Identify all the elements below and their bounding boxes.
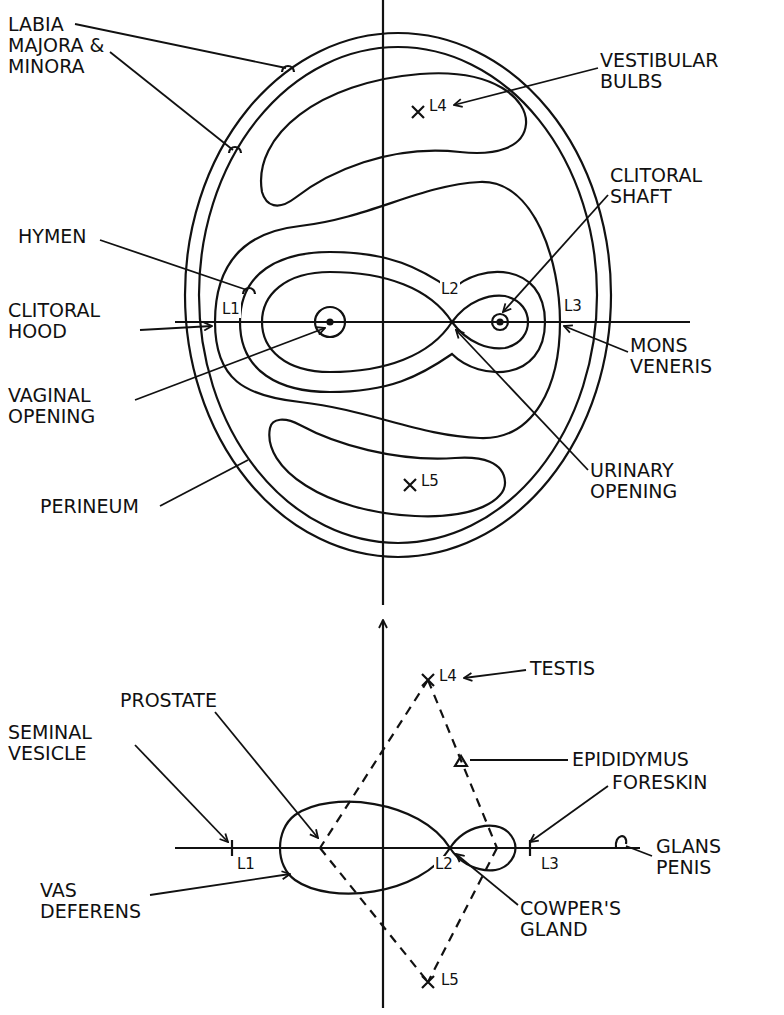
- part-label: CLITORAL HOOD: [8, 300, 138, 342]
- part-label: VAGINAL OPENING: [8, 385, 133, 427]
- bottom-contour-plot-part: [175, 847, 640, 849]
- top-leader-lines-part: [110, 52, 233, 150]
- lagrange-point-label: L3: [540, 856, 560, 873]
- part-label: FORESKIN: [612, 772, 707, 793]
- part-label: MONS VENERIS: [630, 335, 750, 377]
- top-leader-lines-part: [135, 328, 325, 400]
- part-label: COWPER'S GLAND: [520, 898, 655, 940]
- top-leader-lines-part: [564, 326, 628, 352]
- bottom-contour-plot-part: [616, 836, 626, 848]
- top-contour-plot-part: [315, 307, 345, 337]
- lagrange-point-label: L1: [236, 856, 256, 873]
- top-leader-lines-part: [160, 460, 248, 506]
- bottom-contour-plot-part-part: [320, 848, 428, 982]
- top-contour-plot-part: [185, 33, 611, 557]
- bottom-contour-plot-part: [320, 680, 497, 982]
- bottom-leader-lines-part: [470, 759, 568, 761]
- bottom-leader-lines-part: [464, 670, 526, 678]
- top-leader-lines-part: [140, 326, 212, 330]
- bottom-contour-plot-part-part: [320, 680, 428, 848]
- top-contour-plot-part: [404, 479, 416, 491]
- top-contour-plot-part: [492, 314, 508, 330]
- top-leader-lines-part: [454, 68, 598, 105]
- part-label: CLITORAL SHAFT: [610, 165, 740, 207]
- bottom-contour-plot-part: [231, 840, 233, 856]
- top-contour-plot-part: [498, 320, 503, 325]
- bottom-contour-plot-part: [422, 674, 434, 686]
- top-leader-lines-part: [100, 240, 247, 290]
- bottom-leader-lines-part: [215, 712, 318, 838]
- top-contour-plot-part: [328, 320, 333, 325]
- part-label: SEMINAL VESICLE: [8, 722, 133, 764]
- bottom-leader-lines-part: [150, 874, 290, 895]
- top-leader-lines-part: [503, 195, 608, 312]
- part-label: VAS DEFERENS: [40, 880, 170, 922]
- top-contour-plot-part: [215, 182, 560, 438]
- lagrange-point-label: L2: [440, 281, 460, 298]
- lagrange-point-label: L4: [438, 668, 458, 685]
- top-leader-lines-part: [75, 24, 286, 68]
- bottom-contour-plot-part-part: [428, 848, 497, 982]
- top-contour-plot-part: [262, 272, 452, 372]
- lagrange-point-label: L1: [221, 301, 241, 318]
- top-leader-lines-part: [456, 330, 588, 470]
- bottom-contour-plot-part: [280, 802, 450, 894]
- lagrange-point-label: L5: [420, 473, 440, 490]
- part-label: URINARY OPENING: [590, 460, 715, 502]
- top-leader-lines: [75, 24, 628, 506]
- lagrange-point-label: L3: [563, 298, 583, 315]
- top-contour-plot-part: [261, 73, 526, 205]
- part-label: GLANS PENIS: [656, 836, 746, 878]
- top-contour-plot-part: [199, 47, 597, 543]
- part-label: PERINEUM: [40, 496, 139, 517]
- top-contour-plot-part: [175, 321, 690, 323]
- part-label: TESTIS: [530, 658, 595, 679]
- bottom-contour-plot-part-part: [428, 680, 497, 848]
- bottom-contour-plot-part: [422, 976, 434, 988]
- bottom-leader-lines-part: [135, 745, 228, 842]
- part-label: PROSTATE: [120, 690, 217, 711]
- lagrange-point-label: L2: [434, 856, 454, 873]
- lagrange-point-label: L5: [440, 972, 460, 989]
- top-contour-plot-part: [269, 420, 505, 517]
- bottom-contour-plot-part: [450, 826, 516, 871]
- bottom-leader-lines-part: [456, 854, 518, 905]
- top-contour-plot-part: [240, 252, 545, 392]
- bottom-contour-plot-part: [455, 756, 467, 766]
- part-label: HYMEN: [18, 226, 87, 247]
- bottom-leader-lines-part: [626, 846, 652, 856]
- part-label: VESTIBULAR BULBS: [600, 50, 750, 92]
- bottom-contour-plot: [175, 620, 640, 1008]
- top-contour-plot-part: [412, 106, 424, 118]
- lagrange-point-label: L4: [428, 98, 448, 115]
- bottom-contour-plot-part: [382, 620, 384, 1008]
- top-contour-plot-part: [452, 296, 528, 349]
- part-label: LABIA MAJORA & MINORA: [8, 14, 133, 77]
- part-label: EPIDIDYMUS: [572, 749, 689, 770]
- bottom-leader-lines-part: [530, 786, 608, 842]
- top-contour-plot-part: [382, 0, 384, 605]
